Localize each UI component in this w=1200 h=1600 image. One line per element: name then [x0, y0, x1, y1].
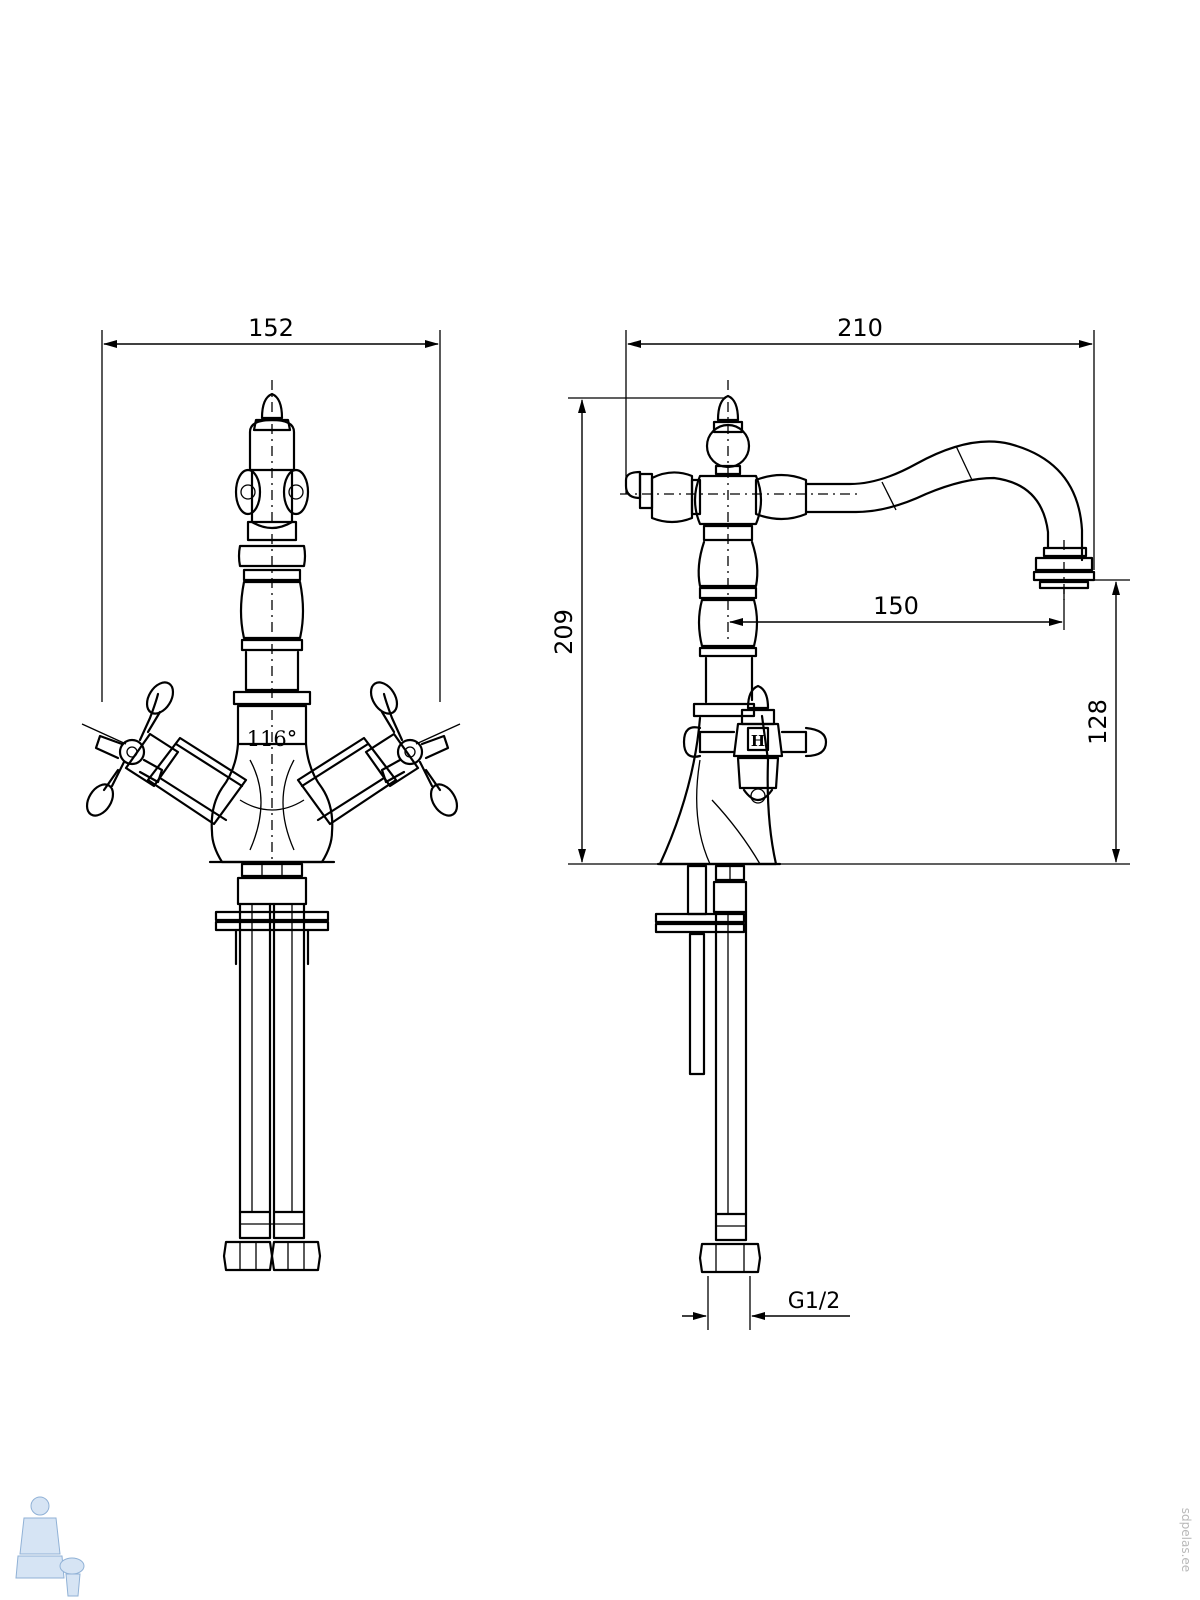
side-column	[692, 380, 763, 718]
front-right-handle	[296, 681, 461, 826]
spout-reach-dimension: 150	[729, 588, 1065, 630]
total-height-label: 209	[550, 609, 578, 655]
plumber-mascot-icon	[15, 1496, 85, 1597]
front-width-dimension: 152	[101, 314, 441, 702]
watermark-text: sdpelas.ee	[1179, 1508, 1193, 1572]
side-left-knob	[620, 470, 860, 524]
front-body	[208, 742, 336, 864]
side-body	[656, 714, 782, 866]
hot-mark: H	[751, 732, 765, 750]
spout-height-label: 128	[1084, 699, 1112, 745]
spout-height-dimension: 128	[776, 579, 1130, 865]
side-spout-arm	[754, 440, 1096, 600]
side-depth-dimension: 210	[625, 314, 1095, 570]
front-spout	[232, 380, 312, 860]
side-below-deck	[654, 864, 762, 1274]
side-handle: H	[682, 684, 828, 804]
total-height-dimension: 209	[550, 397, 726, 865]
side-depth-label: 210	[837, 314, 883, 342]
spout-reach-label: 150	[873, 592, 919, 620]
front-view: 152	[81, 314, 461, 1272]
thread-dimension: G1/2	[682, 1276, 850, 1330]
front-hoses	[214, 862, 330, 1272]
side-view: 210 209 128 150	[550, 314, 1130, 1330]
handle-angle-label: 116°	[247, 727, 298, 751]
front-width-label: 152	[248, 314, 294, 342]
thread-label: G1/2	[788, 1289, 840, 1314]
front-left-handle	[81, 681, 248, 826]
